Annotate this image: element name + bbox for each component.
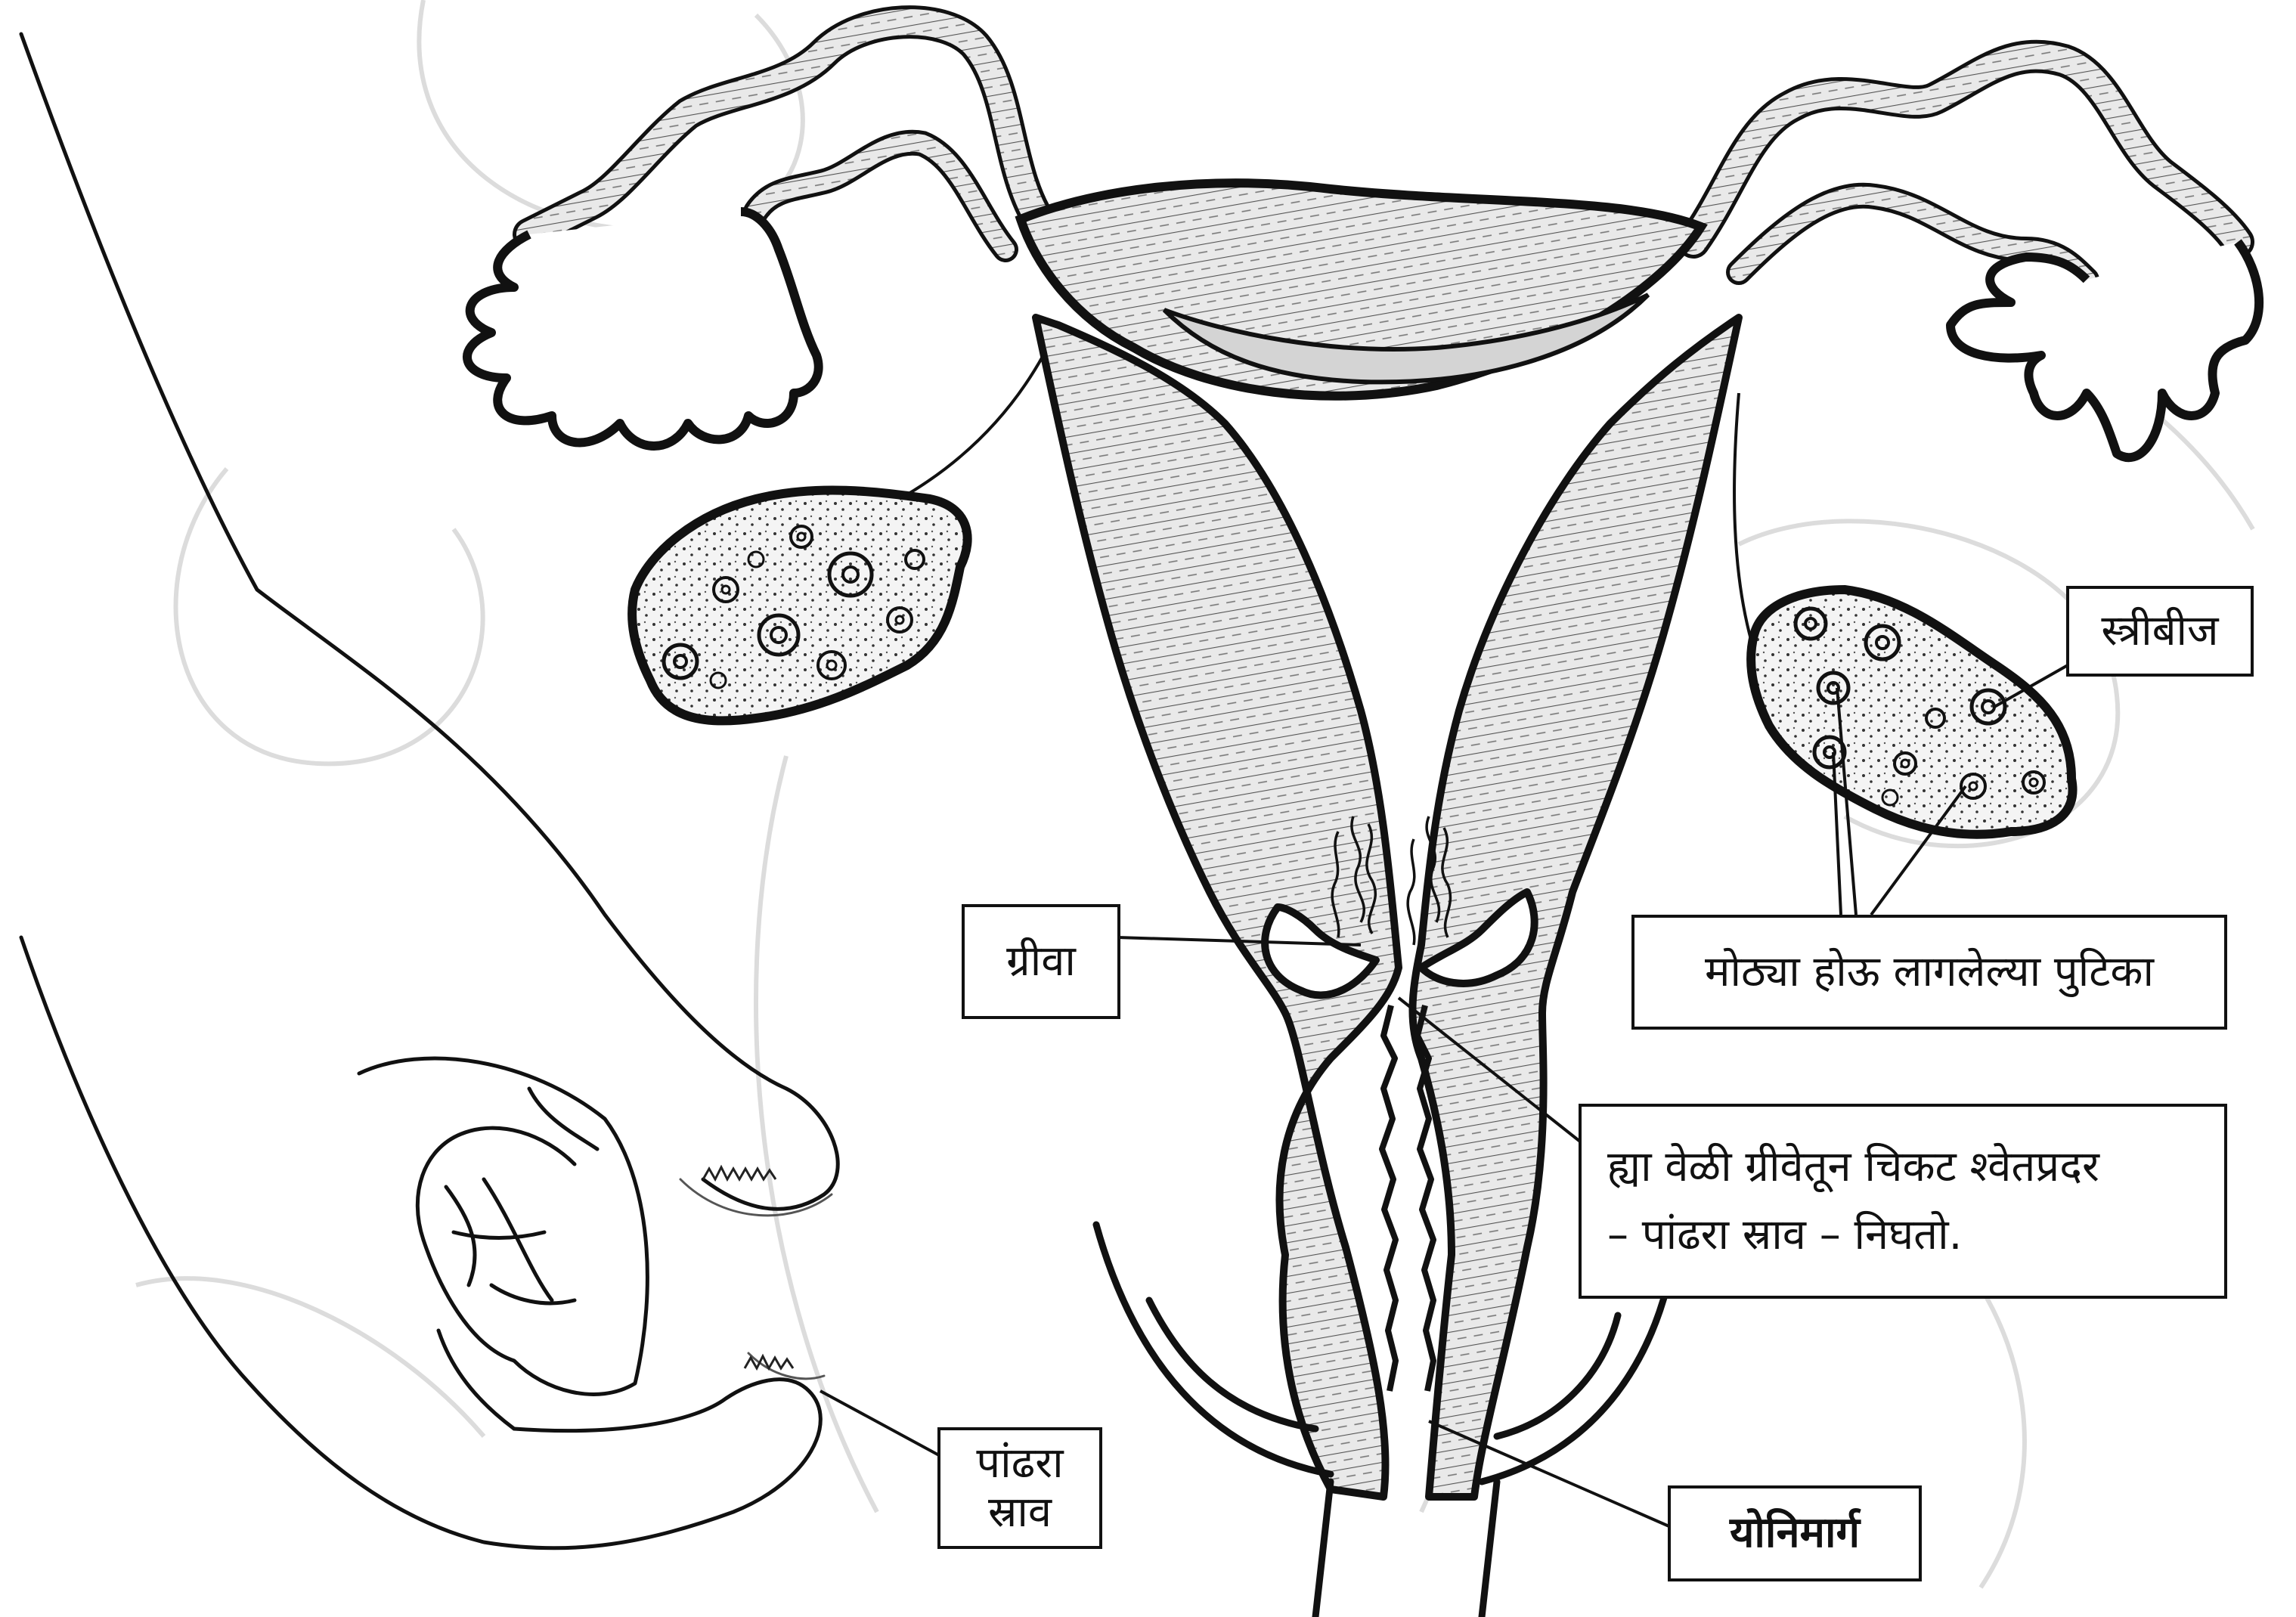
- label-follicles-text: मोठ्या होऊ लागलेल्या पुटिका: [1705, 945, 2154, 1000]
- label-cervix: ग्रीवा: [962, 904, 1120, 1019]
- right-fimbriae: [1951, 242, 2259, 457]
- label-white-discharge-line-2: स्राव: [988, 1488, 1052, 1537]
- label-white-discharge: पांढरा स्राव: [937, 1427, 1102, 1549]
- label-mucus-line-2: – पांढरा स्राव – निघतो.: [1607, 1201, 1962, 1269]
- leader-left-ovary-tube: [900, 355, 1043, 499]
- leader-right-ovary-tube: [1734, 393, 1754, 650]
- right-fallopian-tube: [1693, 57, 2259, 458]
- label-mucus-line-1: ह्या वेळी ग्रीवेतून चिकट श्वेतप्रदर: [1607, 1133, 2099, 1201]
- label-vagina: योनिमार्ग: [1668, 1485, 1922, 1581]
- right-ovary: [1751, 590, 2072, 835]
- discharge-marks-fingertips: [703, 1167, 793, 1368]
- label-ovum-text: स्त्रीबीज: [2101, 604, 2218, 659]
- vaginal-canal: [1382, 1005, 1433, 1391]
- label-follicles: मोठ्या होऊ लागलेल्या पुटिका: [1631, 915, 2227, 1030]
- uterine-wall-right: [1412, 318, 1739, 1497]
- label-ovum: स्त्रीबीज: [2066, 586, 2254, 677]
- label-cervical-mucus-note: ह्या वेळी ग्रीवेतून चिकट श्वेतप्रदर – पा…: [1579, 1104, 2227, 1299]
- leader-white-discharge: [820, 1391, 939, 1455]
- label-cervix-text: ग्रीवा: [1006, 934, 1076, 990]
- label-vagina-text: योनिमार्ग: [1730, 1506, 1860, 1561]
- left-fimbriae: [467, 212, 819, 446]
- label-white-discharge-line-1: पांढरा: [976, 1439, 1063, 1488]
- left-fallopian-tube: [467, 22, 1043, 446]
